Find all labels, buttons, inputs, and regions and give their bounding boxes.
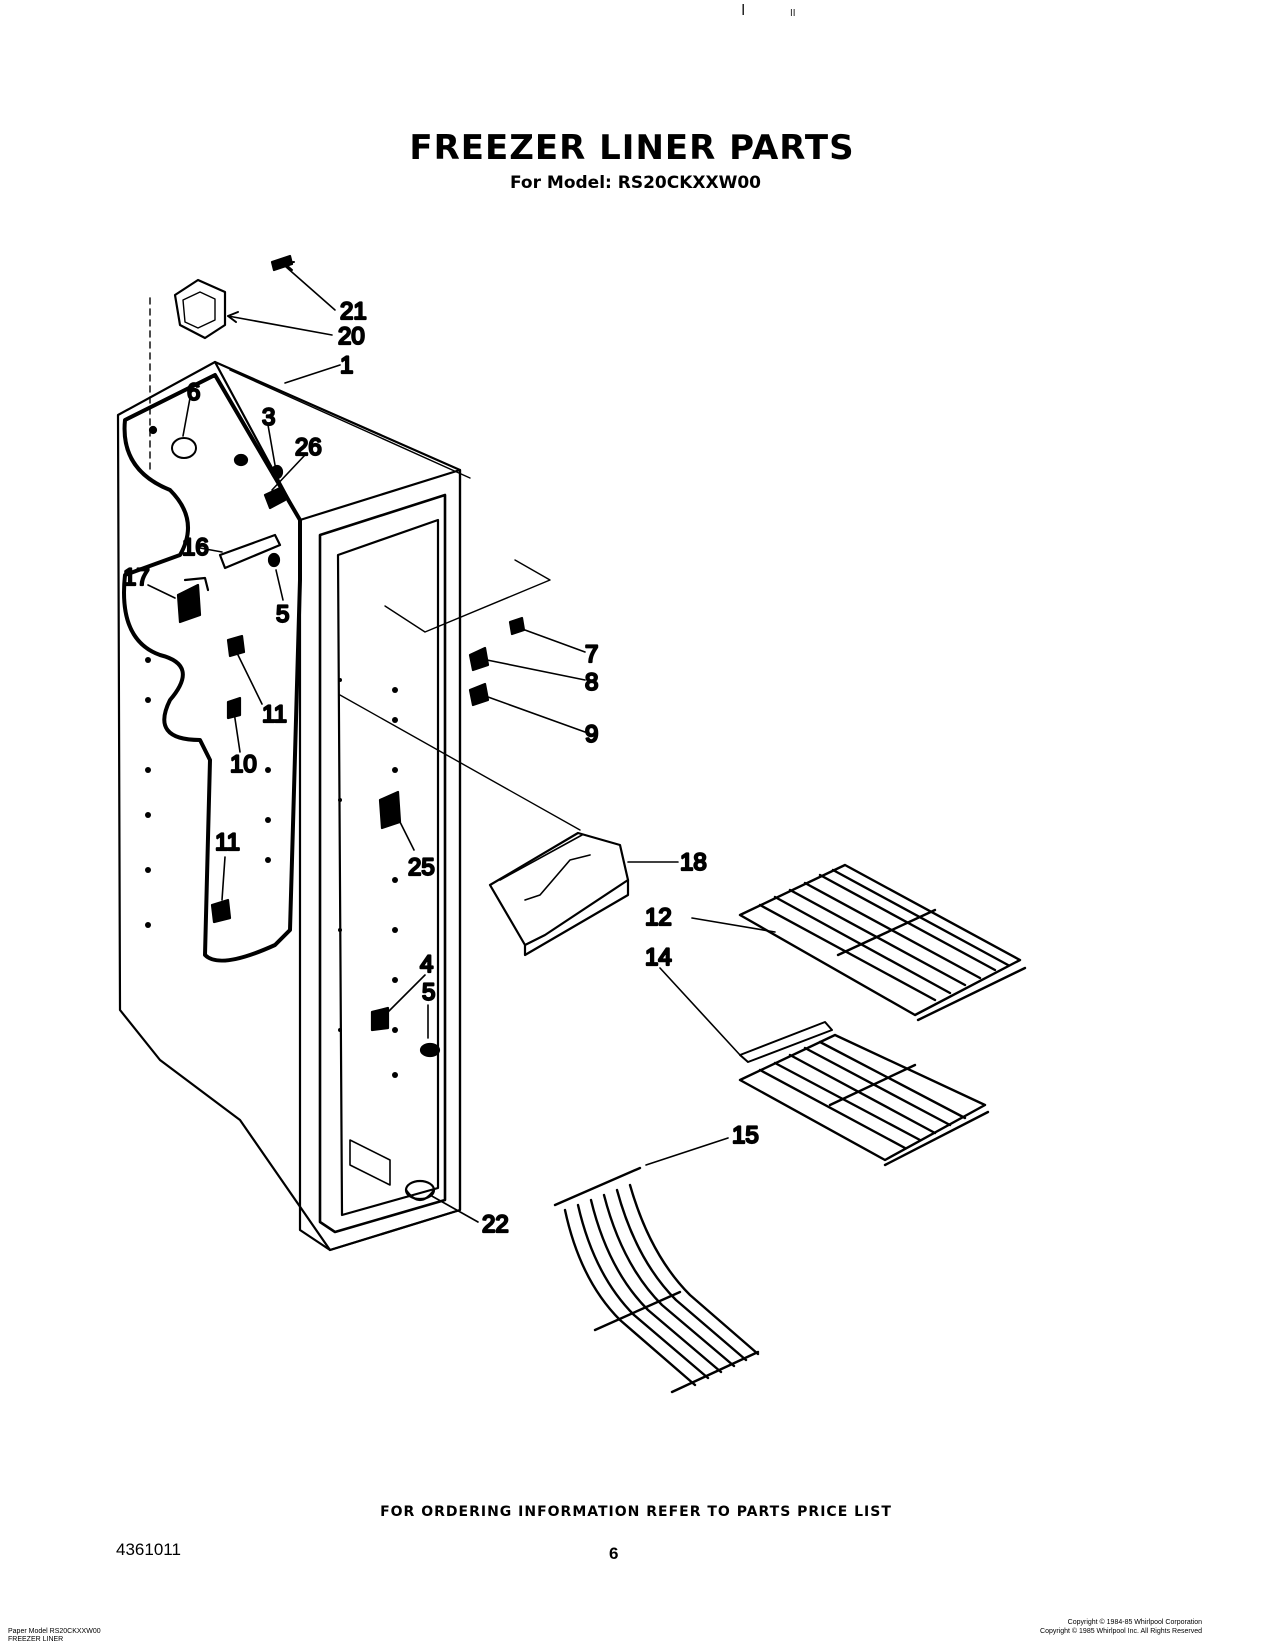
callout-1: 1 — [340, 352, 353, 379]
page-number: 6 — [609, 1544, 619, 1563]
callout-10: 10 — [230, 751, 257, 778]
callout-11-top: 11 — [262, 701, 287, 728]
callout-6: 6 — [187, 379, 200, 406]
callout-15: 15 — [732, 1122, 759, 1149]
fine-print-left-line-1: Paper Model RS20CKXXW00 — [8, 1628, 101, 1635]
bracket-part-17 — [176, 576, 210, 624]
screw-part-11-top — [226, 634, 246, 658]
callout-22: 22 — [482, 1211, 509, 1238]
callout-12: 12 — [645, 904, 672, 931]
tray-part-18 — [339, 694, 630, 957]
parts-7-8-9 — [384, 559, 551, 707]
plug-part-6 — [148, 425, 197, 459]
scan-mark-right: II — [790, 8, 796, 19]
wire-shelf-part-12 — [738, 863, 1027, 1022]
callout-14: 14 — [645, 944, 672, 971]
leader-lines — [147, 261, 776, 1223]
callout-3: 3 — [262, 404, 275, 431]
wire-basket-part-15 — [553, 1166, 760, 1394]
bracket-part-26 — [263, 486, 287, 510]
fine-print-left: Paper Model RS20CKXXW00 FREEZER LINER — [8, 1628, 101, 1644]
callout-16: 16 — [182, 534, 209, 561]
page-title: FREEZER LINER PARTS — [409, 128, 855, 168]
hinge-part-16 — [218, 533, 282, 570]
callout-4: 4 — [420, 951, 433, 978]
screw-part-5-bottom — [419, 1042, 441, 1058]
fine-print-left-line-2: FREEZER LINER — [8, 1636, 64, 1643]
callout-11-bottom: 11 — [215, 829, 240, 856]
screw-part-5-top — [267, 552, 281, 568]
screw-part-21 — [270, 254, 294, 272]
clip-part-10 — [226, 696, 242, 720]
copyright-line-2: Copyright © 1985 Whirlpool Inc. All Righ… — [1040, 1628, 1202, 1635]
callout-20: 20 — [338, 323, 365, 350]
callout-26: 26 — [295, 434, 322, 461]
screw-part-11-bottom — [210, 898, 232, 924]
scan-mark-left: I — [741, 2, 746, 19]
callout-5-bottom: 5 — [422, 979, 435, 1006]
bracket-part-20 — [149, 278, 227, 471]
callout-21: 21 — [340, 298, 367, 325]
fine-print-right: Copyright © 1984-85 Whirlpool Corporatio… — [1040, 1618, 1202, 1636]
callout-5-top: 5 — [276, 601, 289, 628]
screw-part-3 — [233, 453, 284, 480]
callout-9: 9 — [585, 721, 598, 748]
callout-7: 7 — [585, 641, 598, 668]
callout-8: 8 — [585, 669, 598, 696]
callout-17: 17 — [123, 564, 150, 591]
callout-25: 25 — [408, 854, 435, 881]
wire-shelf-part-14 — [738, 1021, 990, 1167]
ordering-note: FOR ORDERING INFORMATION REFER TO PARTS … — [380, 1504, 892, 1520]
plug-part-22 — [404, 1179, 436, 1202]
bracket-part-25 — [378, 790, 402, 830]
bracket-part-4 — [370, 1006, 390, 1032]
document-number: 4361011 — [116, 1540, 181, 1559]
callout-18: 18 — [680, 849, 707, 876]
model-subtitle: For Model: RS20CKXXW00 — [510, 173, 762, 193]
freezer-liner — [116, 360, 471, 1252]
copyright-line-1: Copyright © 1984-85 Whirlpool Corporatio… — [1067, 1619, 1202, 1626]
